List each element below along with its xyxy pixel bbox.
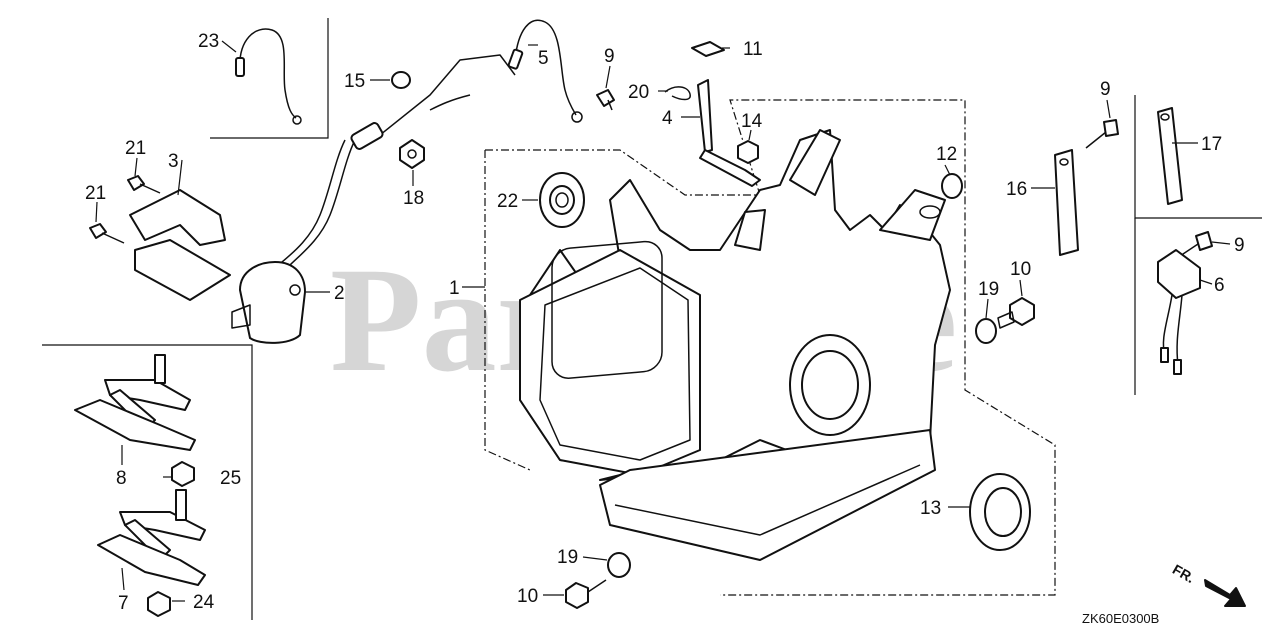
callout-8[interactable]: 8 bbox=[116, 468, 127, 489]
frame-ground-wire bbox=[210, 18, 329, 139]
part-17-plate[interactable] bbox=[1157, 107, 1183, 205]
callout-22[interactable]: 22 bbox=[497, 191, 518, 212]
part-22-bearing[interactable] bbox=[539, 172, 585, 228]
part-9-bolt-lower-right[interactable] bbox=[1179, 231, 1213, 257]
part-19-washer-right[interactable] bbox=[975, 318, 997, 344]
callout-4[interactable]: 4 bbox=[662, 108, 673, 129]
drawing-code: ZK60E0300B bbox=[1082, 611, 1159, 626]
frame-mounts bbox=[42, 344, 253, 620]
part-19-washer-bottom[interactable] bbox=[607, 552, 631, 578]
part-21-screw-upper[interactable] bbox=[127, 175, 161, 194]
part-21-screw-lower[interactable] bbox=[89, 223, 125, 244]
callout-11[interactable]: 11 bbox=[743, 39, 763, 60]
callout-10-right[interactable]: 10 bbox=[1010, 259, 1031, 280]
callout-3[interactable]: 3 bbox=[168, 151, 179, 172]
callout-19-bottom[interactable]: 19 bbox=[557, 547, 578, 568]
callout-14[interactable]: 14 bbox=[741, 111, 763, 132]
part-15-o-ring[interactable] bbox=[391, 71, 411, 89]
callout-2[interactable]: 2 bbox=[334, 283, 345, 304]
part-16-plate[interactable] bbox=[1054, 149, 1079, 256]
part-2-harness[interactable] bbox=[281, 54, 516, 266]
part-20-clip[interactable] bbox=[664, 86, 691, 101]
part-1-crankcase[interactable] bbox=[519, 129, 951, 561]
callout-9-right[interactable]: 9 bbox=[1100, 79, 1111, 100]
part-14-nut[interactable] bbox=[737, 140, 759, 164]
callout-labels: 23 15 5 9 11 20 4 14 18 22 3 21 21 1 2 1… bbox=[85, 31, 1245, 614]
part-2-ignition-coil[interactable] bbox=[231, 261, 306, 344]
direction-arrow-icon bbox=[1204, 579, 1246, 607]
callout-15[interactable]: 15 bbox=[344, 71, 365, 92]
part-5-wire[interactable] bbox=[507, 19, 583, 123]
part-25-nut[interactable] bbox=[171, 461, 195, 487]
callout-21-lower[interactable]: 21 bbox=[85, 183, 106, 204]
callout-19-right[interactable]: 19 bbox=[978, 279, 999, 300]
group-frames bbox=[42, 18, 1262, 620]
part-9-bolt-right[interactable] bbox=[1085, 119, 1119, 149]
callout-5[interactable]: 5 bbox=[538, 48, 549, 69]
part-11-washer[interactable] bbox=[691, 41, 725, 57]
callout-17[interactable]: 17 bbox=[1201, 134, 1222, 155]
part-9-bolt-top[interactable] bbox=[596, 89, 615, 111]
part-6-oil-switch[interactable] bbox=[1157, 249, 1201, 375]
leader-lines bbox=[95, 40, 1231, 602]
part-12-plug[interactable] bbox=[941, 173, 963, 199]
part-24-nut[interactable] bbox=[147, 591, 171, 617]
part-18-nut[interactable] bbox=[399, 139, 425, 169]
callout-1[interactable]: 1 bbox=[449, 278, 460, 299]
callout-12[interactable]: 12 bbox=[936, 144, 957, 165]
part-10-bolt-right[interactable] bbox=[997, 297, 1035, 329]
callout-21-upper[interactable]: 21 bbox=[125, 138, 146, 159]
callout-24[interactable]: 24 bbox=[193, 592, 215, 613]
callout-13[interactable]: 13 bbox=[920, 498, 941, 519]
direction-label: FR. bbox=[1170, 561, 1198, 586]
callout-18[interactable]: 18 bbox=[403, 188, 424, 209]
part-23-ground-wire[interactable] bbox=[235, 28, 302, 125]
assembly-boundary-left bbox=[484, 150, 531, 471]
callout-25[interactable]: 25 bbox=[220, 468, 241, 489]
frame-switch-top bbox=[1134, 95, 1262, 219]
part-8-engine-mount[interactable] bbox=[74, 354, 196, 451]
part-10-bolt-bottom[interactable] bbox=[565, 579, 607, 609]
assembly-boundary-right bbox=[485, 99, 1056, 596]
callout-16[interactable]: 16 bbox=[1006, 179, 1027, 200]
part-4-rod[interactable] bbox=[697, 79, 761, 187]
callout-23[interactable]: 23 bbox=[198, 31, 219, 52]
part-3-bracket[interactable] bbox=[129, 189, 231, 301]
callout-9-top[interactable]: 9 bbox=[604, 46, 615, 67]
part-7-engine-mount[interactable] bbox=[97, 489, 206, 586]
callout-20[interactable]: 20 bbox=[628, 82, 649, 103]
callout-7[interactable]: 7 bbox=[118, 593, 129, 614]
callout-10-bottom[interactable]: 10 bbox=[517, 586, 538, 607]
part-13-oil-seal[interactable] bbox=[969, 473, 1031, 551]
callout-9-lower-right[interactable]: 9 bbox=[1234, 235, 1245, 256]
callout-6[interactable]: 6 bbox=[1214, 275, 1225, 296]
